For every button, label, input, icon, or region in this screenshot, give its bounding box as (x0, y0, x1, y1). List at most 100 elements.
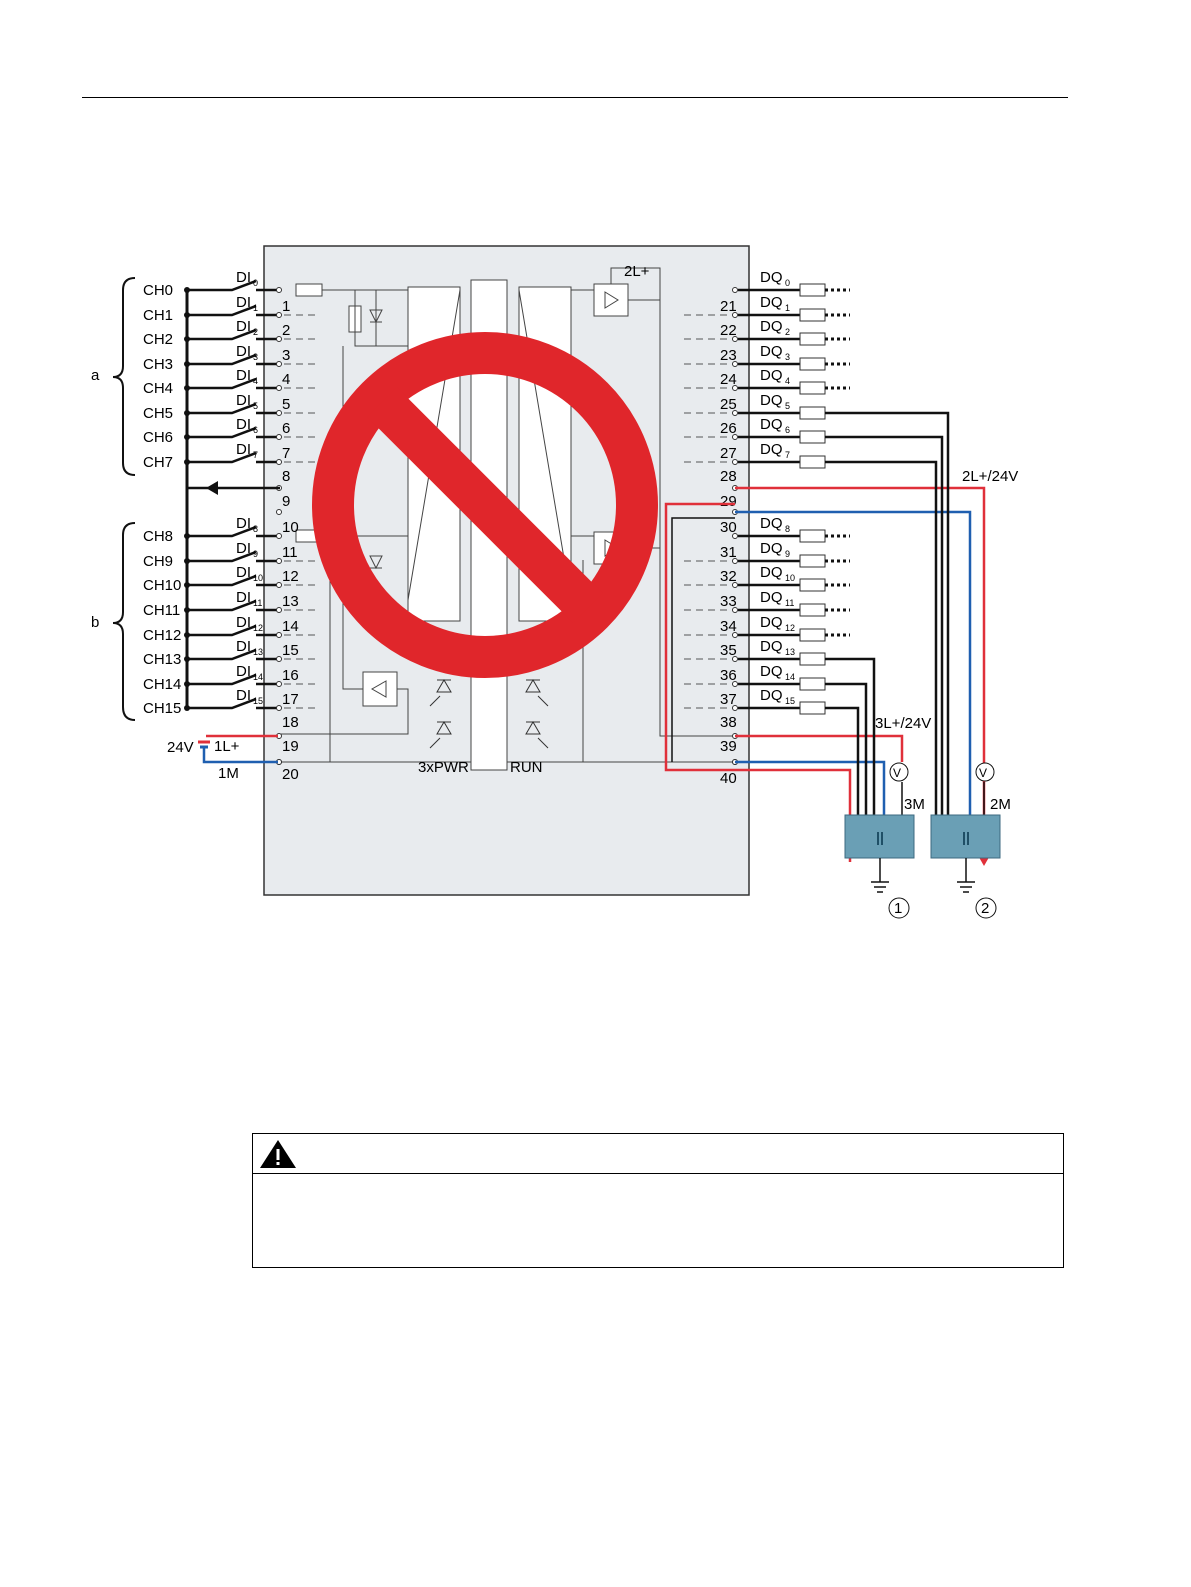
di-label: DI (236, 416, 251, 433)
dq-subscript: 3 (785, 352, 790, 362)
dq-label: DQ (760, 540, 783, 557)
dq-label: DQ (760, 663, 783, 680)
terminal-number: 2 (282, 322, 290, 339)
channel-label: CH14 (143, 676, 181, 693)
terminal-number: 11 (282, 544, 298, 561)
terminal-number: 27 (720, 445, 737, 462)
channel-label: CH6 (143, 429, 173, 446)
di-label: DI (236, 441, 251, 458)
terminal-number: 23 (720, 347, 737, 364)
terminal-number: 5 (282, 396, 290, 413)
group-a-label: a (91, 367, 100, 384)
output-driver-upper (593, 283, 629, 317)
terminal-number: 30 (720, 519, 737, 536)
channel-label: CH5 (143, 405, 173, 422)
callout-2 (975, 897, 997, 919)
dq-label: DQ (760, 392, 783, 409)
di-label: DI (236, 343, 251, 360)
dq-label: DQ (760, 589, 783, 606)
led-run-label: RUN (510, 759, 543, 776)
dq-label: DQ (760, 687, 783, 704)
warning-icon (260, 1140, 296, 1168)
supply-plus-label: 1L+ (214, 738, 240, 755)
di-label: DI (236, 564, 251, 581)
terminal-number: 39 (720, 738, 737, 755)
dq-label: DQ (760, 638, 783, 655)
terminal-number: 22 (720, 322, 737, 339)
led-pwr-label: 3xPWR (418, 759, 469, 776)
dq-subscript: 6 (785, 425, 790, 435)
di-label: DI (236, 540, 251, 557)
dq-subscript: 15 (785, 696, 795, 706)
group2-ground-label: 2M (990, 796, 1011, 813)
terminal-number: 8 (282, 468, 290, 485)
di-label: DI (236, 515, 251, 532)
load-group-3 (844, 814, 915, 859)
dq-subscript: 2 (785, 327, 790, 337)
di-subscript: 0 (253, 278, 258, 288)
terminal-number: 33 (720, 593, 737, 610)
terminal-number: 31 (720, 544, 737, 561)
terminal-number: 7 (282, 445, 290, 462)
group-b-label: b (91, 614, 99, 631)
terminal-number: 16 (282, 667, 299, 684)
dq-label: DQ (760, 367, 783, 384)
callout-2-label: 2 (981, 900, 989, 917)
channel-label: CH3 (143, 356, 173, 373)
terminal-number: 28 (720, 468, 737, 485)
channel-label: CH8 (143, 528, 173, 545)
voltmeter-icon (889, 762, 909, 782)
di-label: DI (236, 392, 251, 409)
supply-minus-label: 1M (218, 765, 239, 782)
channel-label: CH13 (143, 651, 181, 668)
dq-label: DQ (760, 564, 783, 581)
voltmeter-label-1: V (893, 766, 901, 780)
group3-supply-label: 3L+/24V (875, 715, 931, 732)
terminal-number: 29 (720, 493, 737, 510)
brace-b (112, 522, 136, 721)
di-subscript: 12 (253, 623, 263, 633)
di-subscript: 1 (253, 303, 258, 313)
terminal-number: 18 (282, 714, 299, 731)
terminal-number: 13 (282, 593, 299, 610)
channel-label: CH12 (143, 627, 181, 644)
terminal-number: 17 (282, 691, 299, 708)
dq-subscript: 13 (785, 647, 795, 657)
terminal-number: 20 (282, 766, 299, 783)
terminal-number: 1 (282, 298, 290, 315)
dq-label: DQ (760, 269, 783, 286)
terminal-number: 12 (282, 568, 299, 585)
dq-label: DQ (760, 318, 783, 335)
dq-subscript: 7 (785, 450, 790, 460)
di-subscript: 8 (253, 524, 258, 534)
dq-subscript: 5 (785, 401, 790, 411)
terminal-number: 35 (720, 642, 737, 659)
terminal-number: 40 (720, 770, 737, 787)
dq-subscript: 10 (785, 573, 795, 583)
dq-label: DQ (760, 441, 783, 458)
terminal-number: 21 (720, 298, 737, 315)
di-subscript: 13 (253, 647, 263, 657)
terminal-number: 10 (282, 519, 299, 536)
channel-label: CH9 (143, 553, 173, 570)
di-subscript: 6 (253, 425, 258, 435)
terminal-number: 38 (720, 714, 737, 731)
di-subscript: 14 (253, 672, 263, 682)
di-subscript: 7 (253, 450, 258, 460)
input-amplifier (362, 671, 398, 707)
